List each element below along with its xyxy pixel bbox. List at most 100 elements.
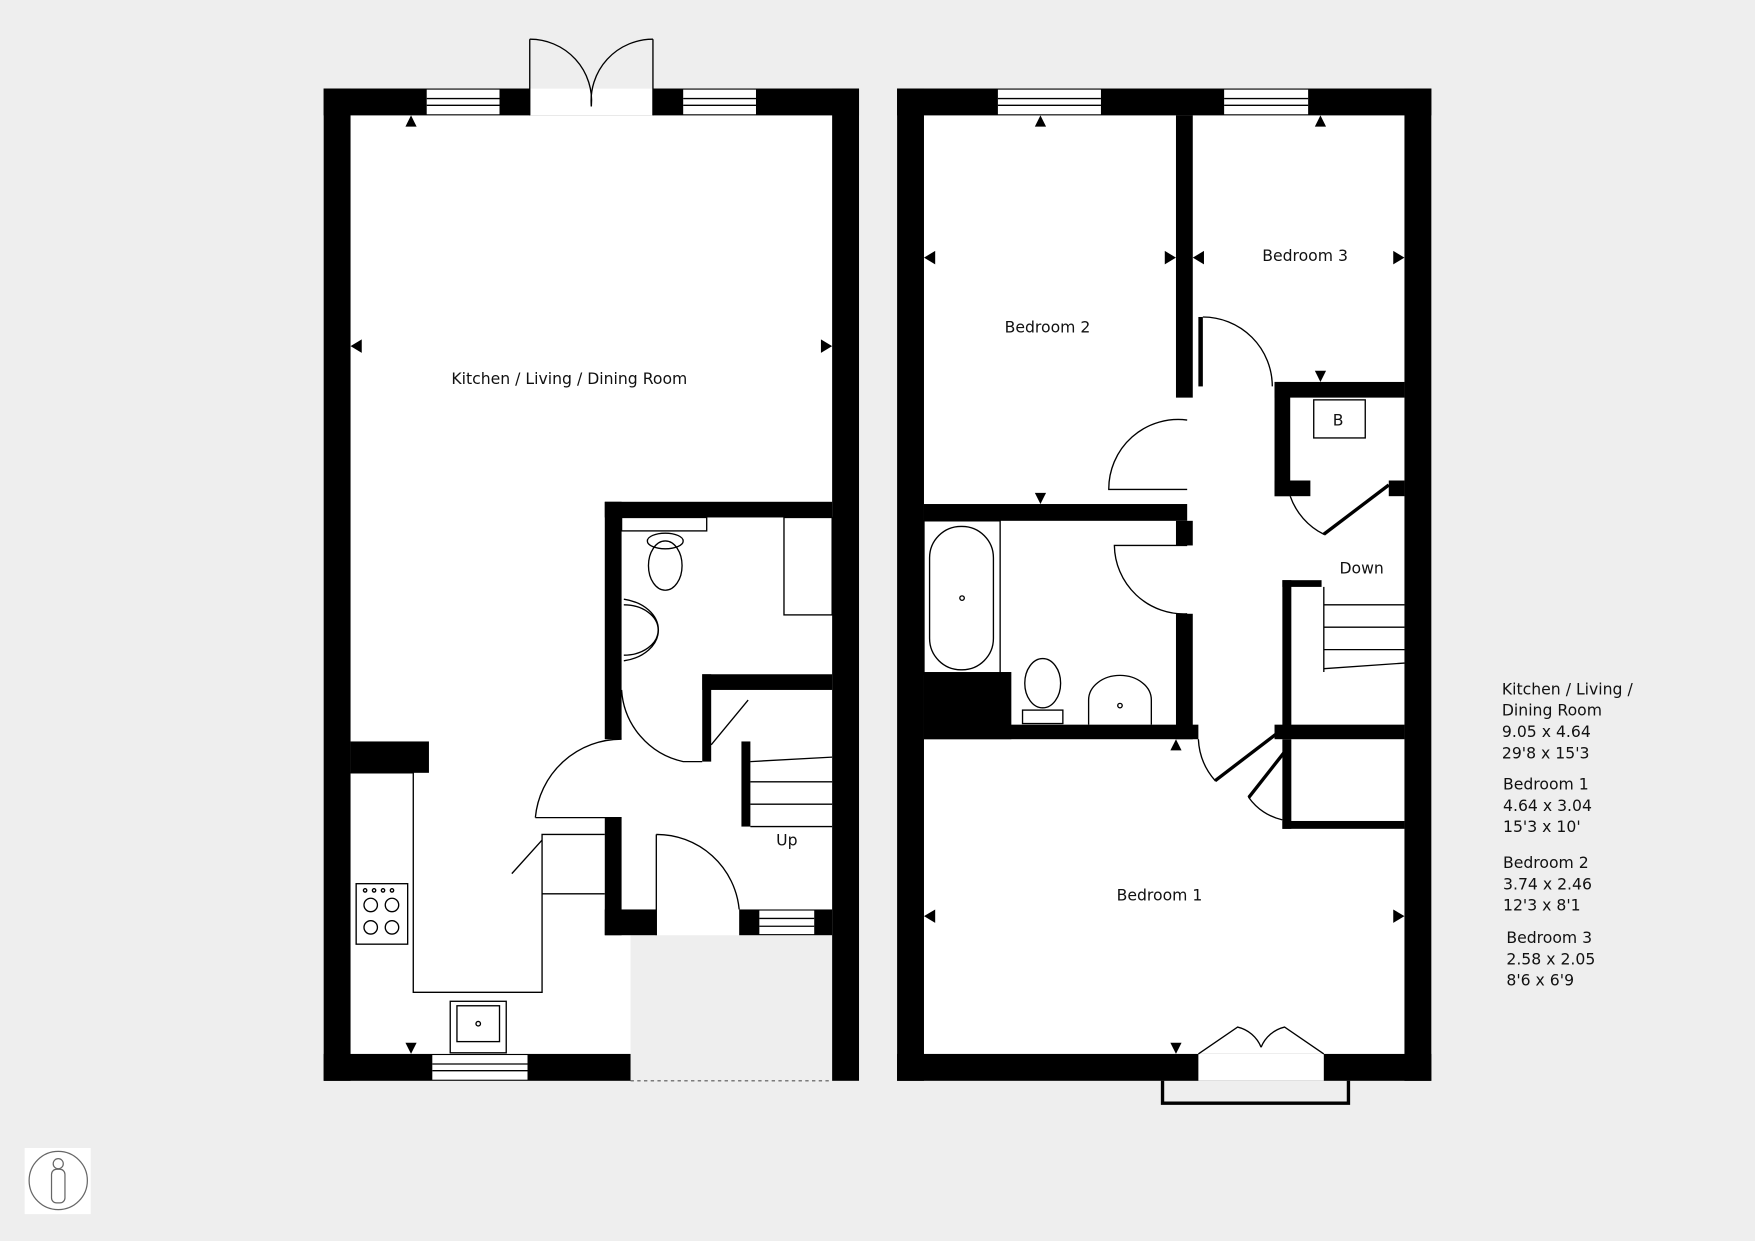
wall: [702, 674, 833, 690]
key-metric: 3.74 x 2.46: [1503, 874, 1592, 893]
wall: [1282, 820, 1405, 829]
wall: [897, 88, 924, 1081]
dimension-arrow: [1170, 1042, 1182, 1054]
window: [997, 89, 1101, 115]
dimension-arrow: [1034, 115, 1047, 127]
key-room-name: Bedroom 3: [1506, 928, 1592, 947]
wall: [1282, 580, 1292, 726]
stairs-up: [750, 756, 833, 828]
bedroom2-label: Bedroom 2: [1005, 318, 1091, 337]
dimension-arrow: [1314, 370, 1327, 382]
dimension-arrow: [1170, 739, 1182, 751]
front-door: [655, 833, 740, 936]
bedroom1-label: Bedroom 1: [1117, 885, 1203, 904]
wall: [1274, 381, 1291, 497]
wall: [702, 674, 712, 762]
window: [683, 89, 756, 115]
wall: [832, 88, 860, 1081]
wall: [923, 672, 1012, 740]
wall: [897, 88, 1432, 116]
kitchen-counter: [350, 772, 605, 994]
basin-icon: [1087, 674, 1153, 725]
wall: [1274, 724, 1405, 740]
key-room-name: Bedroom 1: [1503, 775, 1589, 794]
wall: [1198, 316, 1203, 387]
key-imperial: 12'3 x 8'1: [1503, 896, 1581, 915]
wall: [604, 501, 833, 518]
bathroom-door: [1113, 544, 1188, 615]
first-floor-interior: [923, 115, 1405, 1054]
hall-door: [534, 738, 622, 819]
key-room-name: Bedroom 2: [1503, 853, 1589, 872]
wall: [1282, 580, 1322, 587]
dimension-arrow: [820, 339, 833, 353]
wall: [1282, 739, 1292, 829]
wall: [1388, 480, 1405, 497]
dimension-arrow: [405, 115, 417, 127]
person-info-icon: [24, 1148, 91, 1215]
sink-icon: [449, 1000, 507, 1054]
dimension-arrow: [923, 250, 936, 265]
wc-cupboard: [783, 516, 833, 616]
wall: [1175, 115, 1193, 398]
juliet-balcony: [1160, 1026, 1351, 1105]
wall: [923, 504, 1188, 521]
key-imperial: 8'6 x 6'9: [1506, 971, 1574, 990]
french-doors: [529, 38, 654, 116]
cistern: [620, 516, 708, 532]
cupboard-door: [1289, 484, 1390, 536]
basin: [623, 598, 660, 662]
ground-floor-interior: [350, 115, 833, 1054]
wall: [350, 741, 429, 773]
porch-area: [630, 935, 833, 1081]
window: [1224, 89, 1309, 115]
dimension-arrow: [1164, 250, 1176, 265]
bedroom2-door: [1108, 418, 1188, 491]
dimension-arrow: [1192, 250, 1204, 265]
window: [759, 910, 815, 935]
cupboard-door: [511, 839, 543, 875]
dimension-arrow: [405, 1042, 417, 1054]
dimension-arrow: [1393, 250, 1405, 265]
wall: [604, 817, 622, 936]
key-imperial: 29'8 x 15'3: [1502, 743, 1590, 762]
ground-floor: Up Kitchen / Living / Dining Room: [323, 38, 860, 1082]
wall: [604, 501, 622, 740]
first-floor: B Down B: [897, 88, 1432, 1105]
key-room-name: Kitchen / Living /: [1502, 679, 1634, 698]
kitchen-living-dining-label: Kitchen / Living / Dining Room: [451, 369, 687, 388]
bedroom3-label: Bedroom 3: [1262, 246, 1348, 265]
stairs-down: [1323, 586, 1405, 673]
dimension-arrow: [1393, 909, 1405, 923]
wardrobe-door: [1247, 750, 1287, 821]
dimension-arrow: [1314, 115, 1327, 127]
bedroom3-door: [1202, 316, 1273, 387]
wall: [1175, 613, 1193, 740]
dimension-arrow: [1034, 492, 1047, 505]
wall: [897, 1053, 1432, 1081]
key-imperial: 15'3 x 10': [1503, 817, 1581, 836]
key-room-name: Dining Room: [1502, 701, 1602, 720]
stairs-down-label: Down: [1339, 558, 1383, 577]
boiler-label: B: [1333, 411, 1344, 430]
toilet-icon: [1021, 657, 1064, 725]
toilet: [647, 540, 683, 591]
dimension-arrow: [923, 909, 936, 923]
bedroom1-door: [1197, 733, 1278, 782]
wall: [323, 88, 351, 1081]
window: [432, 1055, 528, 1080]
hob-icon: [355, 883, 409, 945]
room-dimensions-key: Kitchen / Living / Dining Room 9.05 x 4.…: [1502, 679, 1634, 989]
key-metric: 4.64 x 3.04: [1503, 796, 1592, 815]
wall: [1274, 381, 1405, 398]
wall: [604, 909, 657, 936]
wc-door: [620, 689, 703, 763]
key-metric: 9.05 x 4.64: [1502, 722, 1591, 741]
wall: [741, 741, 751, 827]
wall: [1175, 520, 1193, 546]
wall: [1274, 480, 1311, 497]
cupboard-door: [710, 699, 749, 746]
window: [426, 89, 500, 115]
bath-icon: [923, 520, 1001, 675]
